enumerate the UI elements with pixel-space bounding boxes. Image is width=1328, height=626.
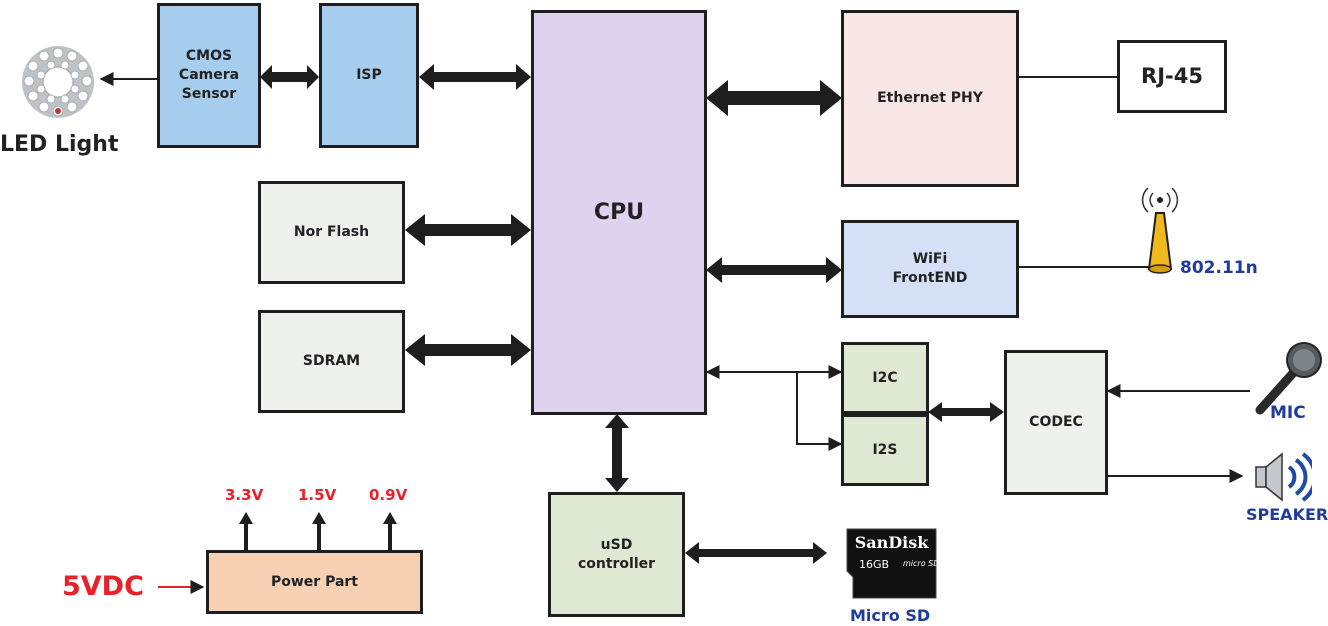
micro-sd-card-icon: SanDisk 16GB micro SD [843,527,940,600]
v15-arrow [312,512,326,550]
usd-card-arrow [685,542,827,564]
norflash-cpu-arrow [405,214,531,246]
wifi-standard-label: 802.11n [1180,258,1258,278]
i2s-block: I2S [841,414,929,486]
input-5vdc-label: 5VDC [62,571,144,602]
codec-block: CODEC [1004,350,1108,495]
isp-cpu-arrow [419,64,531,90]
sd-card-shape [846,528,937,599]
sd-brand-text: SanDisk [854,533,929,552]
antenna-icon [1141,187,1179,274]
voltage-0v9-label: 0.9V [369,486,408,504]
sd-logo-text: micro SD [903,559,940,568]
ethernet-phy-block: Ethernet PHY [841,10,1019,187]
cpu-block: CPU [531,10,707,415]
i2s-codec-arrow [928,402,1004,422]
voltage-3v3-label: 3.3V [225,486,264,504]
i2c-block: I2C [841,342,929,414]
power-part-block: Power Part [206,550,423,614]
led-light-label: LED Light [0,132,119,157]
cpu-wifi-arrow [706,257,842,283]
sdram-block: SDRAM [258,310,405,413]
cmos-isp-arrow [260,65,319,89]
cpu-i2s-line [796,372,843,451]
led-ring-icon [22,46,94,118]
v09-arrow [383,512,397,550]
rj45-block: RJ-45 [1117,40,1227,113]
nor-flash-block: Nor Flash [258,181,405,284]
microphone-icon [1255,342,1322,415]
cmos-camera-sensor-block: CMOS Camera Sensor [157,3,261,148]
isp-block: ISP [319,3,419,148]
micro-sd-label: Micro SD [850,606,931,625]
sd-capacity-text: 16GB [859,558,890,571]
speaker-icon [1255,452,1312,502]
usd-controller-block: uSD controller [548,492,685,617]
cpu-ethernet-arrow [706,80,842,116]
wifi-frontend-block: WiFi FrontEND [841,220,1019,318]
speaker-label: SPEAKER [1246,505,1328,524]
mic-label: MIC [1270,403,1306,423]
sdram-cpu-arrow [405,334,531,366]
cpu-usd-arrow [605,414,629,492]
v33-arrow [239,512,253,550]
voltage-1v5-label: 1.5V [298,486,337,504]
